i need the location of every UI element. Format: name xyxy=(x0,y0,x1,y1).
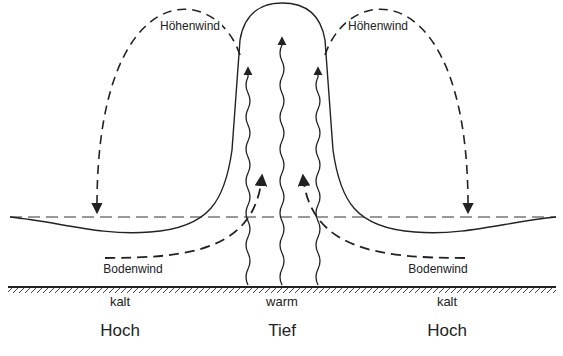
pressure-label: Hoch xyxy=(98,321,142,341)
rising-air-arrow xyxy=(246,68,250,285)
wind-label: Höhenwind xyxy=(346,20,410,34)
wind-label: Bodenwind xyxy=(406,263,469,277)
wind-label: Bodenwind xyxy=(101,263,164,277)
surface-wind-arrow xyxy=(105,176,262,258)
rising-air-arrow xyxy=(316,68,320,285)
upper-wind-arrow xyxy=(97,9,240,212)
upper-wind-arrow xyxy=(325,9,468,212)
temperature-label: kalt xyxy=(108,295,132,310)
temperature-label: warm xyxy=(264,295,300,310)
surface-wind-arrow xyxy=(303,176,465,258)
pressure-label: Hoch xyxy=(425,321,469,341)
ground-hatch xyxy=(8,287,556,293)
pressure-label: Tief xyxy=(266,321,298,341)
reference-level xyxy=(10,216,556,217)
wind-label: Höhenwind xyxy=(158,20,222,34)
rising-air-arrow xyxy=(280,38,284,285)
isobar-curve xyxy=(10,3,556,233)
ground-line xyxy=(8,286,556,288)
temperature-label: kalt xyxy=(435,295,459,310)
